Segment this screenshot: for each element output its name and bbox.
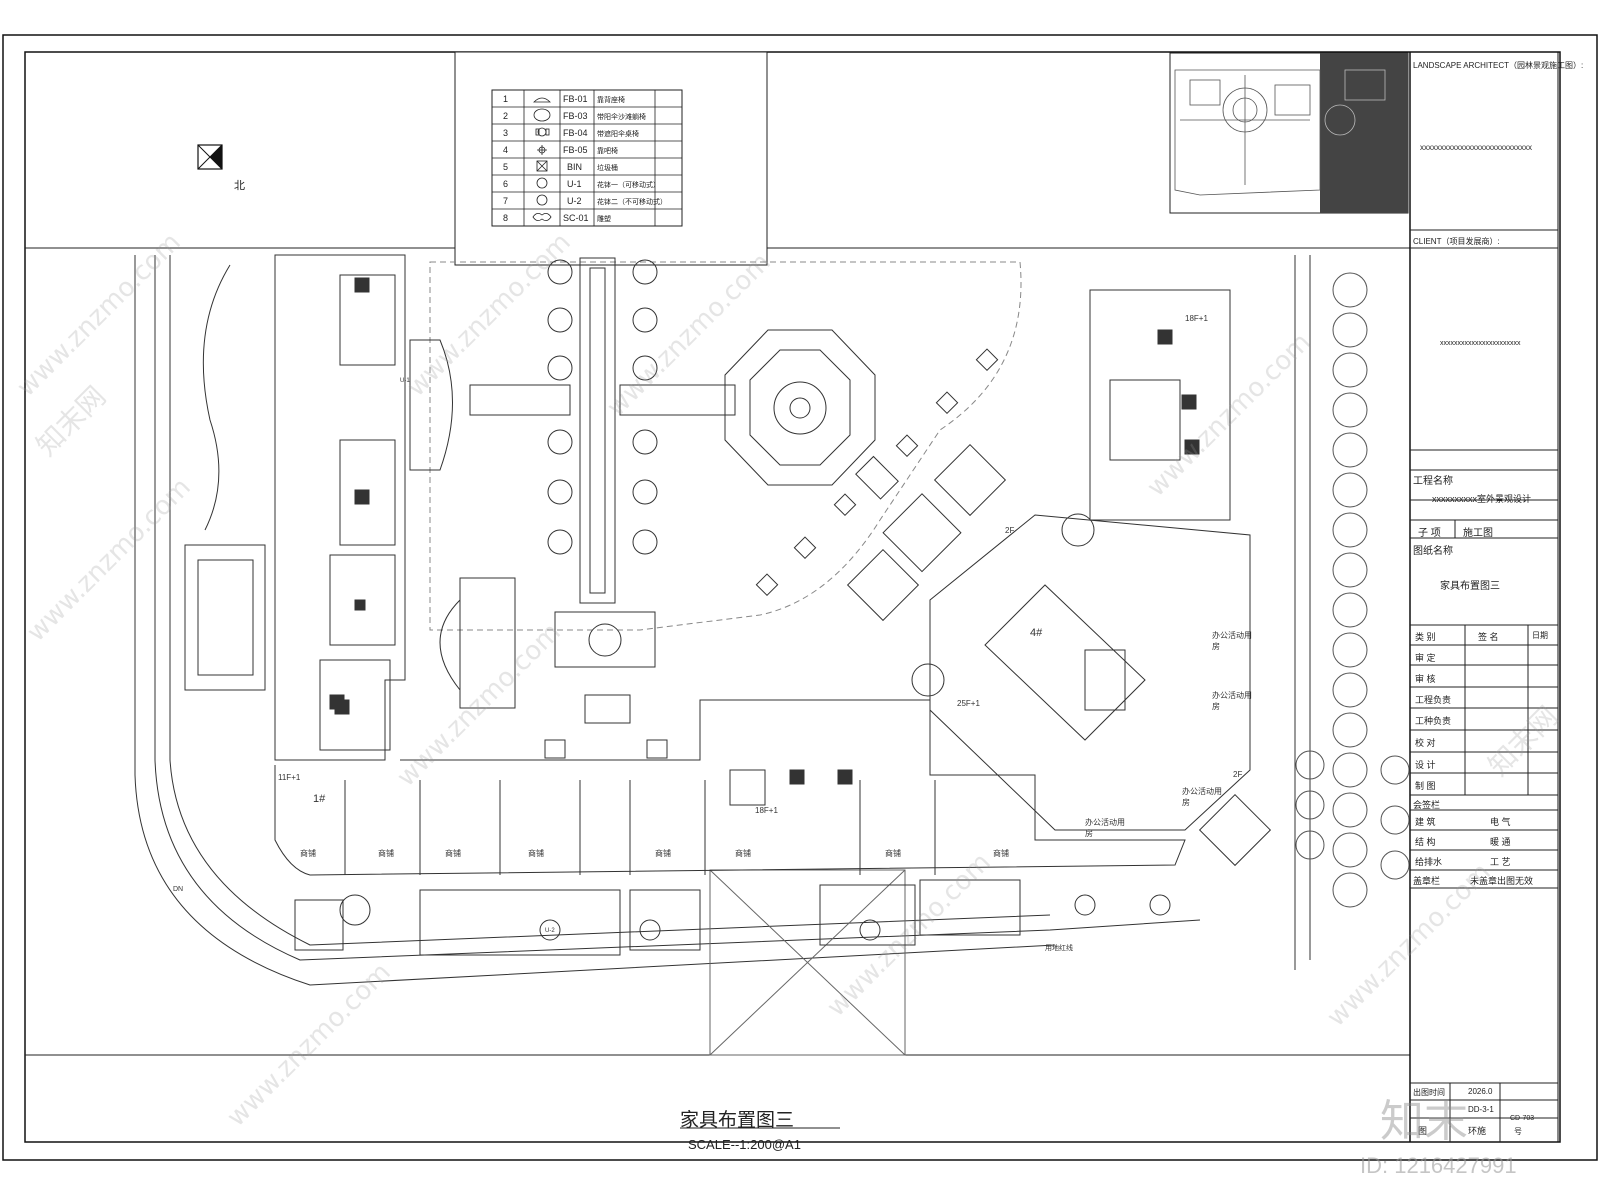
shop-label: 商铺 <box>528 849 544 858</box>
date-value: 2026.0 <box>1468 1087 1493 1096</box>
sign-row: 审 定 <box>1415 653 1436 663</box>
legend-code: U-2 <box>567 196 582 206</box>
legend-name: 带遮阳伞桌椅 <box>597 131 639 138</box>
sign-header: 类 别 <box>1415 632 1436 642</box>
legend-name: 靠背座椅 <box>597 97 625 104</box>
shop-label: 商铺 <box>655 849 671 858</box>
office-label: 办公活动用房 <box>1182 787 1222 807</box>
code-value: CD-703 <box>1510 1115 1535 1122</box>
legend-no: 1 <box>503 94 509 104</box>
legend-no: 7 <box>503 196 509 206</box>
legend-name: 花钵二（不可移动式） <box>597 199 667 206</box>
building-label-1: 1# <box>313 793 326 805</box>
shop-label: 商铺 <box>735 849 751 858</box>
client-value: xxxxxxxxxxxxxxxxxxxxxxx <box>1440 340 1521 347</box>
countersign-label: 会签栏 <box>1413 800 1441 810</box>
sign-row: 制 图 <box>1415 781 1436 791</box>
client-label: CLIENT（项目发展商）: <box>1413 237 1500 246</box>
legend-code: FB-04 <box>563 128 588 138</box>
countersign-row: 结 构 <box>1415 837 1436 847</box>
drawing-scale: SCALE--1:200@A1 <box>688 1137 801 1152</box>
floor-label: 11F+1 <box>278 773 301 782</box>
watermark-id: ID: 1216427991 <box>1360 1153 1517 1178</box>
legend-no: 3 <box>503 128 509 138</box>
legend-code: FB-03 <box>563 111 588 121</box>
legend-no: 4 <box>503 145 509 155</box>
legend-name: 花钵一（可移动式） <box>597 182 660 189</box>
floor-label: 2F <box>1233 770 1243 779</box>
floor-label: 18F+1 <box>1185 314 1208 323</box>
floor-label: 2F <box>1005 526 1015 535</box>
subitem-value: 施工图 <box>1463 528 1493 539</box>
legend-code: FB-01 <box>563 94 588 104</box>
shop-label: 商铺 <box>300 849 316 858</box>
countersign-row: 工 艺 <box>1490 857 1511 867</box>
office-label: 办公活动用房 <box>1212 631 1252 651</box>
legend-code: FB-05 <box>563 145 588 155</box>
countersign-row: 给排水 <box>1415 857 1443 867</box>
project-label: 工程名称 <box>1413 476 1453 487</box>
project-value: xxxxxxxxxx室外景观设计 <box>1432 494 1532 504</box>
planter-label: U-1 <box>400 378 410 384</box>
discipline-value: 环施 <box>1468 1126 1487 1136</box>
stair-label: DN <box>173 886 184 893</box>
floor-label: 25F+1 <box>957 699 980 708</box>
legend-no: 5 <box>503 162 509 172</box>
date-label: 出图时间 <box>1413 1088 1445 1097</box>
legend-code: U-1 <box>567 179 582 189</box>
redline-label: 用地红线 <box>1045 945 1073 952</box>
building-label-4: 4# <box>1030 627 1043 639</box>
watermark-logo: 知末 <box>1380 1096 1468 1147</box>
drawing-title: 家具布置图三 <box>680 1109 795 1131</box>
stamp-value: 未盖章出图无效 <box>1470 876 1534 886</box>
legend-code: BIN <box>567 162 583 172</box>
shop-label: 商铺 <box>885 849 901 858</box>
architect-value: xxxxxxxxxxxxxxxxxxxxxxxxxxxx <box>1420 143 1532 152</box>
north-label: 北 <box>234 180 245 192</box>
street-trees <box>1295 272 1410 908</box>
shop-label: 商铺 <box>445 849 461 858</box>
countersign-row: 建 筑 <box>1415 817 1436 827</box>
shop-label: 商铺 <box>993 849 1009 858</box>
drawing-name-value: 家具布置图三 <box>1440 581 1500 592</box>
drawing-no-label: 图 <box>1418 1126 1428 1136</box>
legend-no: 2 <box>503 111 509 121</box>
legend-no: 6 <box>503 179 509 189</box>
drawing-no-value: DD-3-1 <box>1468 1105 1494 1114</box>
legend-name: 靠吧椅 <box>597 148 618 155</box>
shop-label: 商铺 <box>378 849 394 858</box>
sign-row: 审 核 <box>1415 674 1436 684</box>
sign-row: 工程负责 <box>1415 695 1452 705</box>
sign-row: 工种负责 <box>1415 716 1452 726</box>
legend-name: 带阳伞沙滩躺椅 <box>597 114 646 121</box>
floor-label: 18F+1 <box>755 806 778 815</box>
drawing-name-label: 图纸名称 <box>1413 546 1453 557</box>
legend-code: SC-01 <box>563 213 589 223</box>
office-label: 办公活动用房 <box>1212 691 1252 711</box>
countersign-row: 电 气 <box>1490 817 1511 827</box>
legend-name: 垃圾桶 <box>597 165 618 172</box>
legend-table <box>454 51 768 266</box>
legend-no: 8 <box>503 213 509 223</box>
stamp-label: 盖章栏 <box>1413 876 1441 886</box>
countersign-row: 暖 通 <box>1490 837 1511 847</box>
sign-row: 设 计 <box>1415 760 1436 770</box>
sign-header: 签 名 <box>1478 632 1499 642</box>
key-plan <box>1169 52 1409 214</box>
legend-name: 雕塑 <box>597 216 611 223</box>
north-arrow-icon <box>197 144 223 170</box>
number-label: 号 <box>1514 1127 1522 1136</box>
subitem-label: 子 项 <box>1418 528 1441 539</box>
architect-label: LANDSCAPE ARCHITECT（园林景观施工图）: <box>1413 61 1584 70</box>
planter-label: U-2 <box>545 928 555 934</box>
sign-header: 日期 <box>1532 631 1548 640</box>
office-label: 办公活动用房 <box>1085 818 1125 838</box>
sign-row: 校 对 <box>1415 738 1436 748</box>
